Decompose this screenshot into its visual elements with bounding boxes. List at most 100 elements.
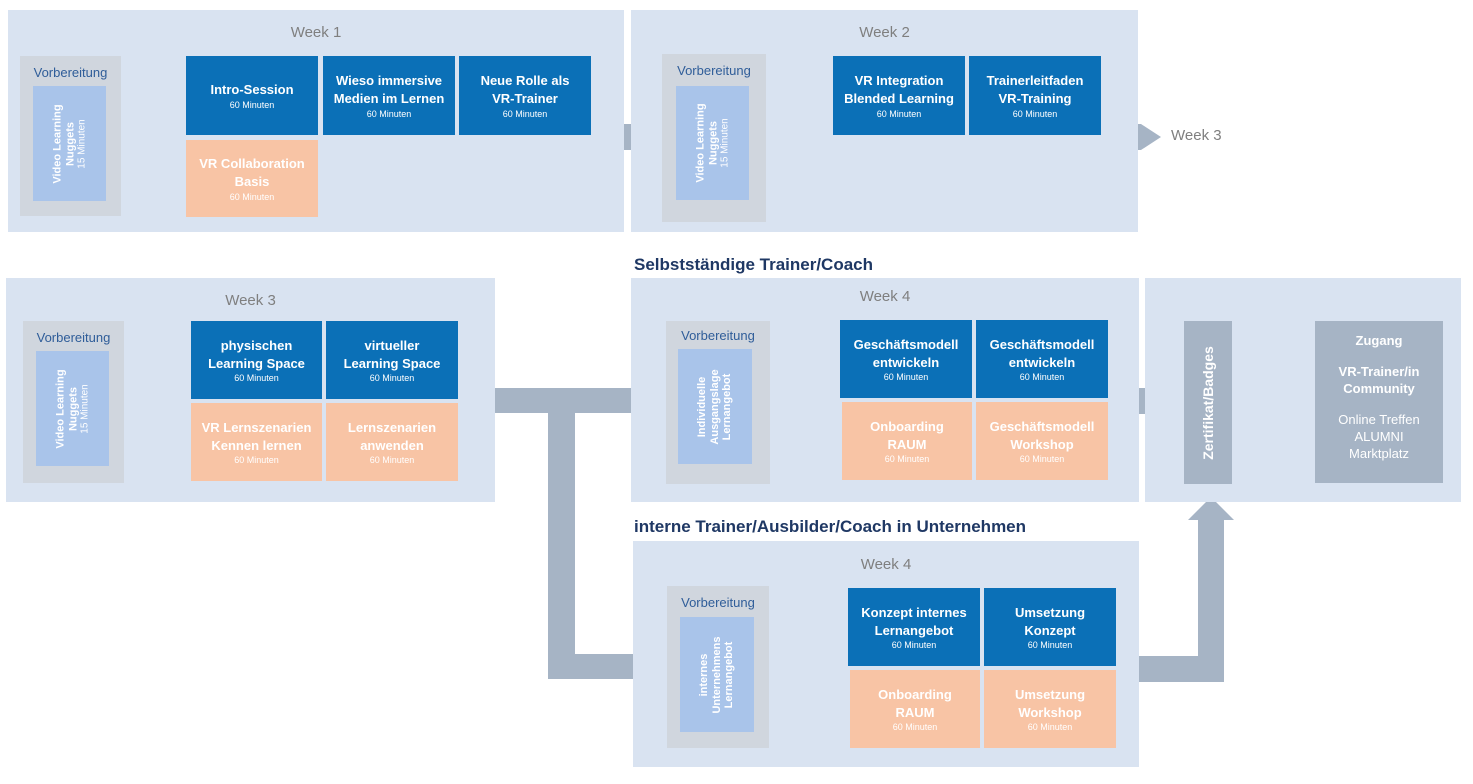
onboarding-room-box: Onboarding RAUM 60 Minuten — [842, 402, 972, 480]
individual-offer-box: Individuelle Ausgangslage Lernangebot — [678, 349, 752, 464]
internal-track-prep: Vorbereitung internes Unternehmens Lerna… — [667, 586, 769, 748]
internal-offer-box: internes Unternehmens Lernangebot — [680, 617, 754, 732]
internal-concept-box: Konzept internes Lernangebot 60 Minuten — [848, 588, 980, 666]
community-item-marketplace: Marktplatz — [1349, 445, 1409, 461]
box-title: Umsetzung Konzept — [1014, 604, 1086, 638]
branch-arrow-icon — [472, 388, 654, 679]
individual-offer-title: Individuelle Ausgangslage Lernangebot — [696, 368, 734, 445]
box-title: Geschäftsmodell entwickeln — [853, 336, 959, 370]
prep-label: Vorbereitung — [677, 63, 751, 78]
box-duration: 60 Minuten — [369, 455, 415, 466]
business-workshop-box: Geschäftsmodell Workshop 60 Minuten — [976, 402, 1108, 480]
prep-label: Vorbereitung — [681, 328, 755, 343]
box-duration: 60 Minuten — [891, 640, 937, 651]
video-nuggets-title: Video Learning Nuggets — [694, 103, 719, 183]
box-duration: 60 Minuten — [1019, 454, 1065, 465]
box-title: Onboarding RAUM — [870, 418, 944, 452]
box-duration: 60 Minuten — [892, 722, 938, 733]
business-model-box-2: Geschäftsmodell entwickeln 60 Minuten — [976, 320, 1108, 398]
week3-panel: Week 3 Vorbereitung Video Learning Nugge… — [6, 278, 495, 502]
box-duration: 60 Minuten — [876, 108, 922, 119]
community-title: VR-Trainer/in Community — [1338, 364, 1420, 396]
box-duration: 60 Minuten — [884, 454, 930, 465]
trainer-guide-box: Trainerleitfaden VR-Training 60 Minuten — [969, 56, 1101, 135]
box-title: Intro-Session — [210, 82, 294, 98]
community-item-alumni: ALUMNI — [1354, 428, 1404, 444]
onboarding-room-box: Onboarding RAUM 60 Minuten — [850, 670, 980, 748]
video-nuggets-title: Video Learning Nuggets — [51, 103, 76, 184]
box-duration: 60 Minuten — [1027, 640, 1073, 651]
certificate-box: Zertifikat/Badges — [1184, 321, 1232, 484]
box-duration: 60 Minuten — [229, 99, 275, 110]
internal-track-panel: Week 4 Vorbereitung internes Unternehmen… — [633, 541, 1139, 767]
physical-space-box: physischen Learning Space 60 Minuten — [191, 321, 322, 399]
community-item-online: Online Treffen — [1338, 411, 1420, 427]
video-nuggets-duration: 15 Minuten — [79, 383, 91, 434]
box-duration: 60 Minuten — [1012, 108, 1058, 119]
vr-collaboration-box: VR Collaboration Basis 60 Minuten — [186, 140, 318, 217]
box-title: virtueller Learning Space — [343, 337, 441, 371]
box-title: Wieso immersive Medien im Lernen — [333, 73, 445, 106]
box-duration: 60 Minuten — [234, 455, 279, 466]
next-week-label: Week 3 — [1171, 127, 1222, 144]
video-nuggets-duration: 15 Minuten — [719, 118, 731, 168]
result-panel: Zertifikat/Badges Zugang VR-Trainer/in C… — [1145, 278, 1461, 502]
up-arrow-icon — [1131, 497, 1234, 682]
vr-integration-box: VR Integration Blended Learning 60 Minute… — [833, 56, 965, 135]
box-duration: 60 Minuten — [234, 373, 279, 384]
video-nuggets-title: Video Learning Nuggets — [54, 368, 79, 449]
box-duration: 60 Minuten — [502, 108, 548, 119]
week3-title: Week 3 — [225, 292, 276, 309]
virtual-space-box: virtueller Learning Space 60 Minuten — [326, 321, 458, 399]
concept-implementation-box: Umsetzung Konzept 60 Minuten — [984, 588, 1116, 666]
box-title: VR Collaboration Basis — [199, 156, 305, 189]
box-duration: 60 Minuten — [1027, 722, 1073, 733]
self-track-prep: Vorbereitung Individuelle Ausgangslage L… — [666, 321, 770, 484]
community-access-box: Zugang VR-Trainer/in Community Online Tr… — [1315, 321, 1443, 483]
internal-offer-title: internes Unternehmens Lernangebot — [698, 635, 736, 714]
video-nuggets-duration: 15 Minuten — [76, 118, 88, 169]
business-model-box-1: Geschäftsmodell entwickeln 60 Minuten — [840, 320, 972, 398]
box-title: physischen Learning Space — [208, 337, 305, 371]
week2-panel: Week 2 Vorbereitung Video Learning Nugge… — [631, 10, 1138, 232]
scenarios-apply-box: Lernszenarien anwenden 60 Minuten — [326, 403, 458, 481]
certificate-label: Zertifikat/Badges — [1199, 345, 1216, 460]
box-title: Geschäftsmodell Workshop — [989, 418, 1095, 452]
box-duration: 60 Minuten — [229, 191, 275, 202]
immersive-media-box: Wieso immersive Medien im Lernen 60 Minut… — [323, 56, 455, 135]
box-title: Geschäftsmodell entwickeln — [989, 336, 1095, 370]
box-title: VR Lernszenarien Kennen lernen — [201, 419, 312, 453]
week1-title: Week 1 — [290, 24, 342, 41]
box-title: Trainerleitfaden VR-Training — [986, 73, 1084, 106]
box-duration: 60 Minuten — [366, 108, 412, 119]
prep-label: Vorbereitung — [681, 595, 755, 610]
box-title: Konzept internes Lernangebot — [861, 604, 967, 638]
box-duration: 60 Minuten — [883, 372, 929, 383]
self-track-panel: Week 4 Vorbereitung Individuelle Ausgang… — [631, 278, 1139, 502]
box-duration: 60 Minuten — [369, 373, 415, 384]
prep-label: Vorbereitung — [33, 65, 108, 80]
box-title: Neue Rolle als VR-Trainer — [480, 73, 570, 106]
box-title: VR Integration Blended Learning — [844, 73, 954, 106]
workshop-implementation-box: Umsetzung Workshop 60 Minuten — [984, 670, 1116, 748]
internal-track-heading: interne Trainer/Ausbilder/Coach in Unter… — [634, 517, 1027, 536]
self-track-heading: Selbstständige Trainer/Coach — [634, 255, 874, 274]
week1-panel: Week 1 Vorbereitung Video Learning Nugge… — [8, 10, 624, 232]
box-duration: 60 Minuten — [1019, 372, 1065, 383]
access-title: Zugang — [1355, 333, 1403, 348]
box-title: Onboarding RAUM — [878, 686, 952, 720]
box-title: Lernszenarien anwenden — [347, 419, 437, 453]
internal-track-week-title: Week 4 — [860, 556, 912, 573]
week2-title: Week 2 — [859, 24, 910, 41]
prep-label: Vorbereitung — [36, 330, 111, 345]
vr-scenarios-learn-box: VR Lernszenarien Kennen lernen 60 Minuten — [191, 403, 322, 481]
box-title: Umsetzung Workshop — [1014, 686, 1086, 720]
vr-trainer-role-box: Neue Rolle als VR-Trainer 60 Minuten — [459, 56, 591, 135]
